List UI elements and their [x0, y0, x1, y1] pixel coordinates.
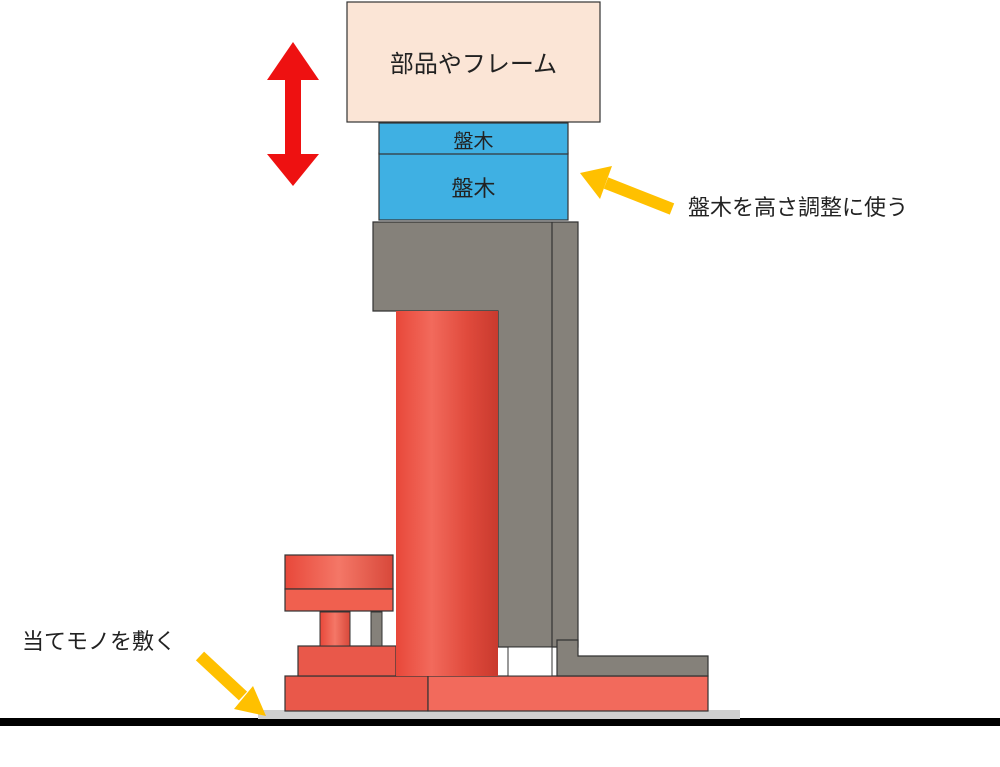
body-gap: [507, 646, 553, 677]
ground-line: [0, 718, 1000, 726]
jack-base-left: [284, 675, 429, 712]
arrow-pointer-icon: [195, 651, 266, 716]
pump-head-bottom: [284, 588, 394, 612]
main-ram: [396, 311, 498, 676]
part-label: 部品やフレーム: [389, 50, 558, 78]
pump-rod: [370, 611, 383, 647]
mat-annotation: 当てモノを敷く: [22, 630, 177, 655]
arrow-pointer-icon: [580, 166, 675, 215]
pump-piston: [319, 611, 351, 647]
block-top-label: 盤木: [453, 128, 494, 153]
jack-base-right: [427, 675, 709, 712]
part-frame: [346, 1, 601, 123]
pump-head-top: [284, 554, 394, 590]
jack-foot: [556, 639, 709, 677]
floor-mat: [258, 710, 740, 719]
block-bottom: [378, 152, 569, 221]
block-annotation: 盤木を高さ調整に使う: [688, 196, 909, 221]
block-bottom-label: 盤木: [451, 177, 496, 202]
block-top: [378, 122, 569, 155]
double-arrow-vertical-icon: [267, 42, 319, 186]
pump-block: [297, 645, 397, 677]
